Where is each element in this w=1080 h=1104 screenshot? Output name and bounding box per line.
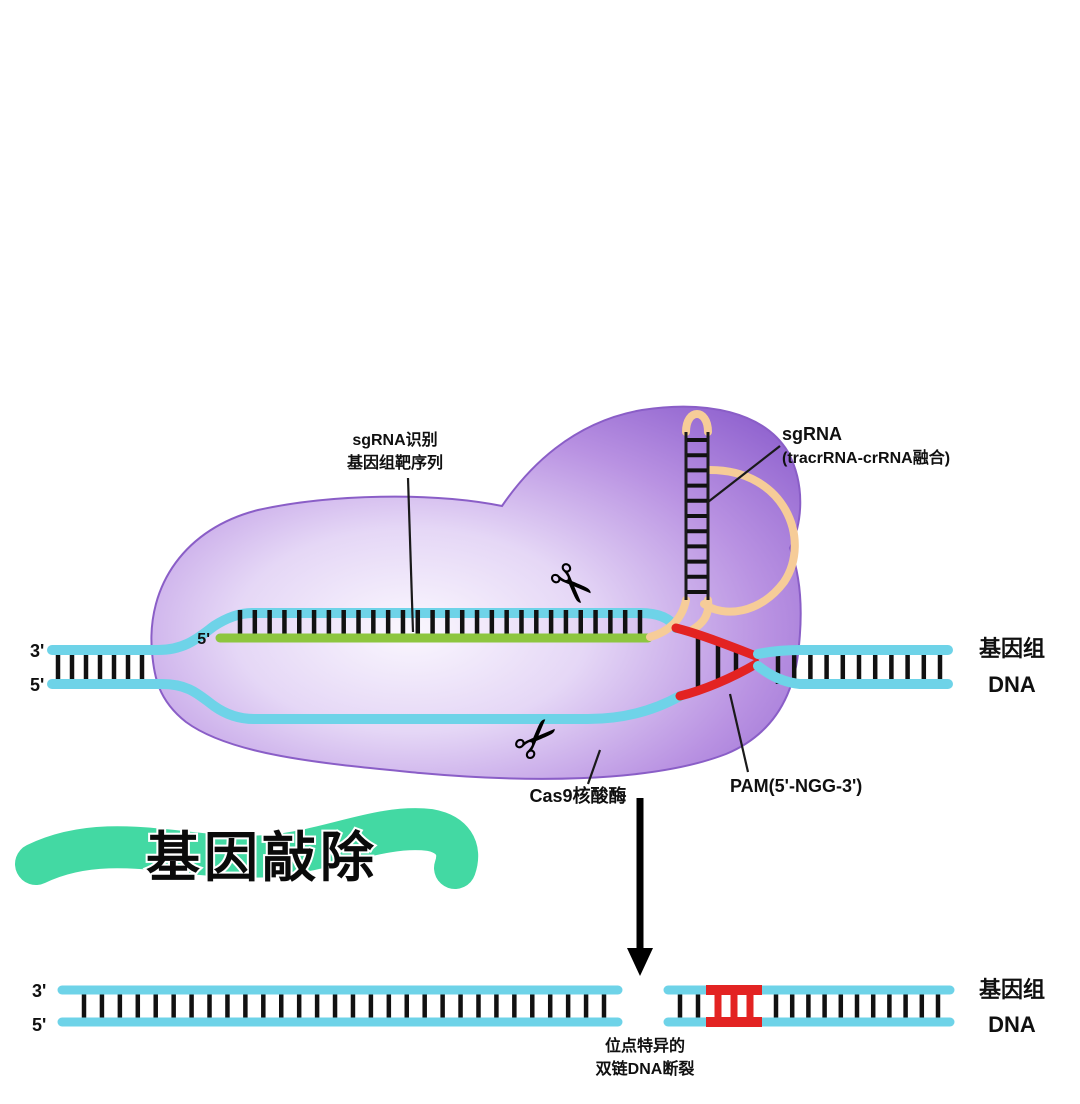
dna-top-strand [47,608,681,655]
pam-label-pointer [728,693,750,773]
broken-dna-left [57,985,623,1027]
cas9-label-pointer [586,749,602,785]
dna-bottom-strand [47,679,685,724]
pam-label: PAM(5'-NGG-3') [730,776,862,796]
hairpin-top-loop [682,410,712,436]
sgrna-label-pointer [707,445,781,503]
hairpin-rungs [687,438,707,594]
genome-dna-bottom-label-line2: DNA [988,1012,1036,1037]
sgrna-guide-pairing [215,610,653,643]
pam-rungs-red [714,990,754,1022]
pam-duplex [671,623,761,701]
target-label-line1: sgRNA识别 [352,431,437,449]
down-arrow [627,798,653,976]
base-pair-rungs-bottom-mid [677,990,701,1022]
knockout-banner: 基因敲除 [15,808,479,891]
sgrna-label-line1: sgRNA [782,424,842,444]
sgrna-label-line2: (tracrRNA-crRNA融合) [782,448,950,467]
dna-top-strand [753,645,953,659]
hairpin-to-guide [646,596,690,641]
cas9-label: Cas9核酸酶 [529,785,626,806]
genome-dna-bottom-label-line1: 基因组 [979,977,1045,1002]
break-label-line1: 位点特异的 [605,1036,685,1055]
base-pair-rungs-bottom-right [773,990,941,1022]
highlight-ribbon [15,808,479,889]
broken-dna-right [663,985,955,1027]
five-prime-label: 5' [30,675,44,695]
pam-top-strand [671,623,761,661]
hairpin-to-pam [688,596,713,634]
guide-target-rungs [237,610,643,641]
genomic-dna-left [47,608,685,724]
genome-dna-label-line2: DNA [988,672,1036,697]
genome-dna-label-line1: 基因组 [979,636,1045,661]
knockout-title: 基因敲除 [146,826,378,889]
target-label-pointer [406,477,415,633]
target-label-line2: 基因组靶序列 [346,453,443,472]
sgrna-hairpin [646,410,799,641]
base-pair-rungs-right [775,650,943,684]
pam-bottom-strand [675,659,761,701]
dna-bottom-strand [753,661,953,689]
tracrrna-loop [700,466,799,616]
pam-site-block [706,985,762,1027]
three-prime-label: 3' [30,641,44,661]
bottom-five-prime-label: 5' [32,1015,46,1035]
base-pair-rungs-left [55,650,145,684]
base-pair-rungs-bottom-left [81,990,607,1022]
break-label-line2: 双链DNA断裂 [596,1059,695,1078]
bottom-three-prime-label: 3' [32,981,46,1001]
guide-five-prime-label: 5' [197,631,210,648]
genomic-dna-right [753,645,953,689]
